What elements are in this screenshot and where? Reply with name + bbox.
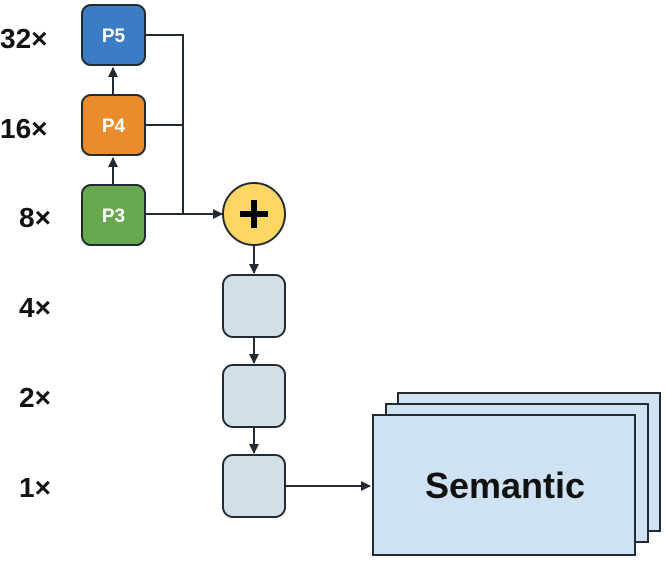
scale-label-16x: 16×: [0, 113, 48, 144]
node-p4: P4: [81, 94, 146, 156]
node-p5: P5: [81, 4, 146, 66]
semantic-label: Semantic: [425, 465, 585, 506]
semantic-output-stack: Semantic: [372, 392, 661, 556]
upsample-block-4x: [222, 274, 286, 338]
node-p3: P3: [81, 184, 146, 246]
scale-label-4x: 4×: [19, 292, 51, 323]
upsample-block-1x: [222, 454, 286, 518]
upsample-block-2x: [222, 364, 286, 428]
plus-icon: [240, 200, 268, 228]
scale-label-8x: 8×: [19, 202, 51, 233]
sum-node: [222, 182, 286, 246]
semantic-layer-front: [372, 414, 636, 556]
node-p4-label: P4: [102, 116, 126, 137]
node-p3-label: P3: [102, 206, 125, 227]
scale-label-2x: 2×: [19, 382, 51, 413]
connector-p5: [145, 34, 184, 214]
node-p5-label: P5: [102, 26, 126, 47]
scale-label-32x: 32×: [0, 23, 48, 54]
scale-label-1x: 1×: [19, 472, 51, 503]
